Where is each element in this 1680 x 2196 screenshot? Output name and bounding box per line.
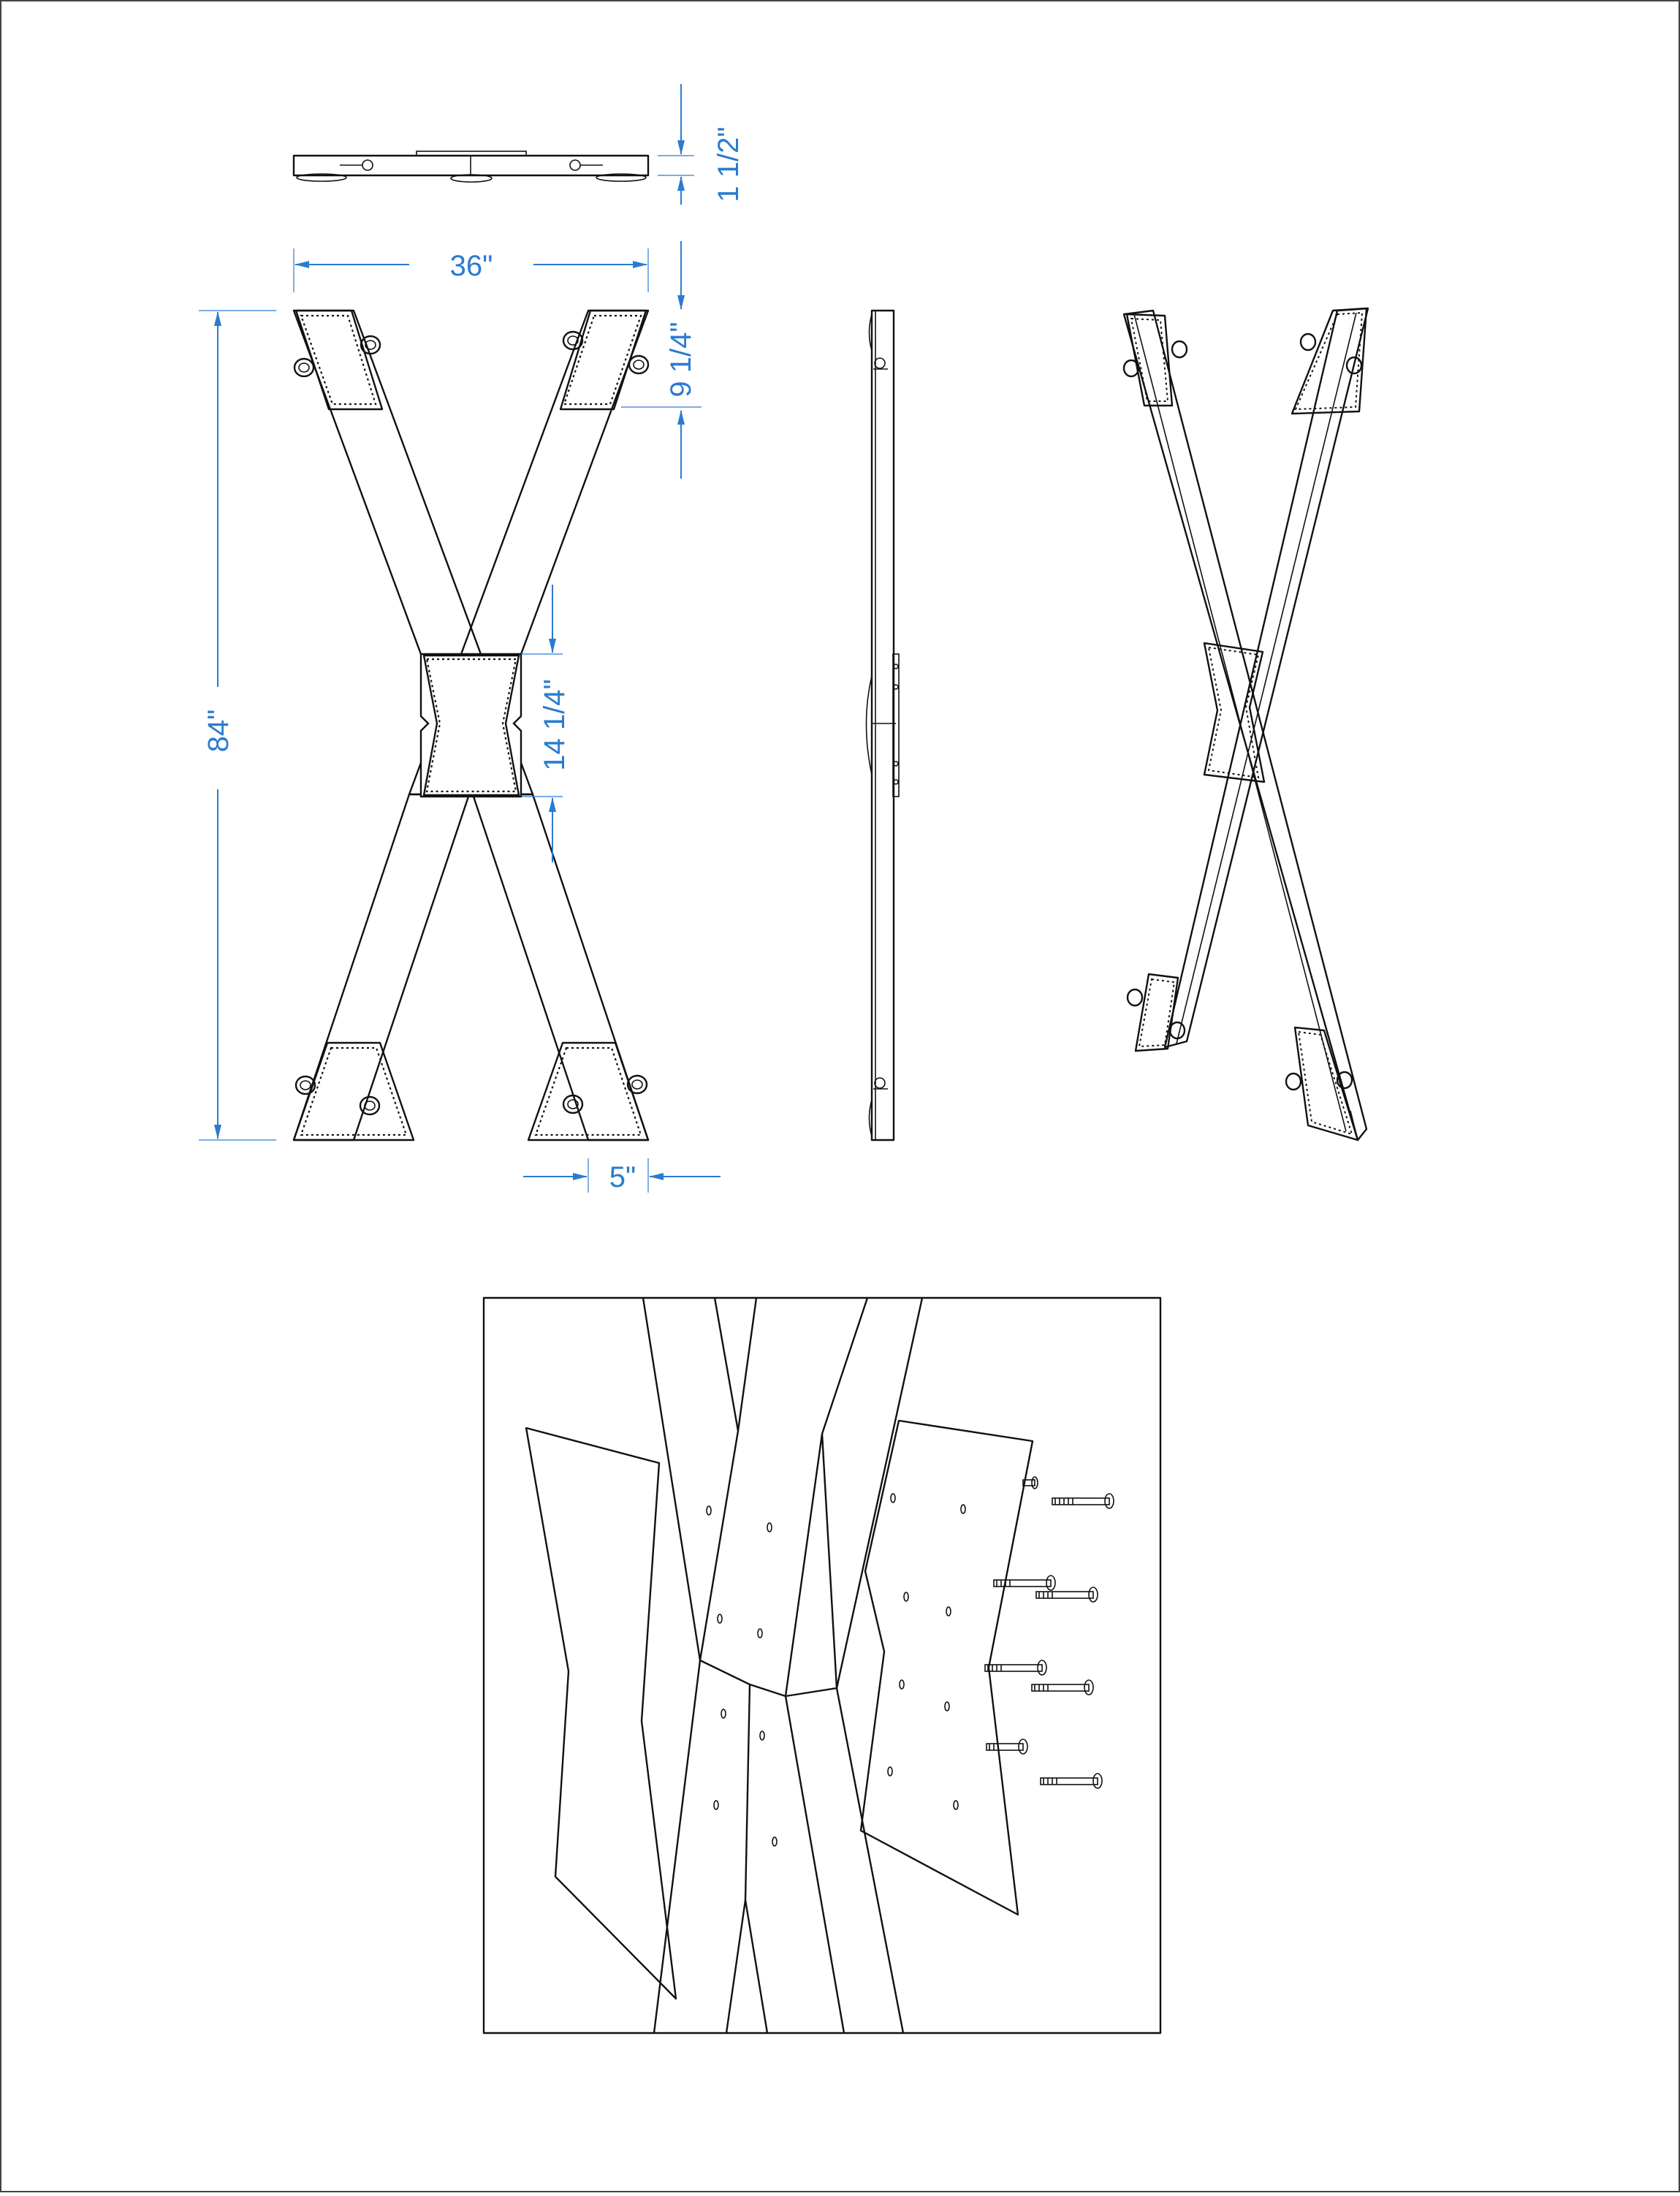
eyebolt-icon bbox=[294, 1075, 316, 1095]
bolt-icon bbox=[1040, 1773, 1103, 1789]
bolt-icon bbox=[993, 1575, 1056, 1591]
eyebolt-icon bbox=[360, 335, 381, 355]
end-plate bbox=[559, 309, 647, 411]
end-plate bbox=[292, 1041, 415, 1141]
side-view bbox=[865, 309, 900, 1141]
eyebolt-icon bbox=[569, 159, 603, 171]
eyebolt-icon bbox=[1122, 359, 1140, 378]
bolt-icon bbox=[1052, 1493, 1114, 1509]
dim-thickness-label: 1 1/2" bbox=[712, 126, 745, 202]
bolt-icon bbox=[1031, 1679, 1094, 1695]
eyebolt-icon bbox=[562, 1094, 584, 1114]
dim-beam-width-label: 5" bbox=[609, 1161, 636, 1193]
end-plate bbox=[294, 309, 384, 411]
eyebolt-icon bbox=[340, 159, 373, 171]
eyebolt-icon bbox=[873, 1077, 888, 1090]
eyebolt-icon bbox=[1299, 333, 1317, 352]
eyebolt-icon bbox=[1126, 988, 1144, 1007]
eyebolt-icon bbox=[359, 1095, 381, 1116]
dim-height-label: 84" bbox=[202, 710, 235, 753]
dim-end-plate-label: 9 1/4" bbox=[665, 322, 697, 397]
front-view bbox=[292, 309, 650, 1141]
eyebolt-icon bbox=[293, 357, 315, 378]
eyebolt-icon bbox=[1168, 1021, 1186, 1040]
eyebolt-icon bbox=[1345, 356, 1363, 375]
bolt-hole-icon bbox=[706, 1493, 966, 1847]
eyebolt-icon bbox=[626, 1074, 648, 1095]
center-joint-exploded-detail bbox=[482, 1296, 1162, 2034]
bolt-icon bbox=[1022, 1476, 1038, 1489]
eyebolt-icon bbox=[873, 357, 888, 370]
dimension-lines bbox=[199, 84, 721, 1193]
end-plate bbox=[527, 1041, 650, 1141]
bolt-icon bbox=[984, 1660, 1047, 1676]
eyebolt-icon bbox=[628, 354, 650, 375]
eyebolt-icon bbox=[1285, 1072, 1302, 1091]
eyebolt-icon bbox=[1336, 1071, 1353, 1090]
eyebolt-icon bbox=[1171, 340, 1188, 359]
dim-width-label: 36" bbox=[450, 250, 493, 282]
bolt-icon bbox=[986, 1739, 1028, 1755]
dim-center-plate-label: 14 1/4" bbox=[539, 679, 571, 770]
eyebolt-icon bbox=[562, 330, 584, 351]
isometric-view bbox=[1122, 307, 1369, 1141]
bolt-icon bbox=[1035, 1587, 1098, 1603]
bolt-icon bbox=[893, 664, 899, 785]
top-view bbox=[292, 151, 650, 183]
